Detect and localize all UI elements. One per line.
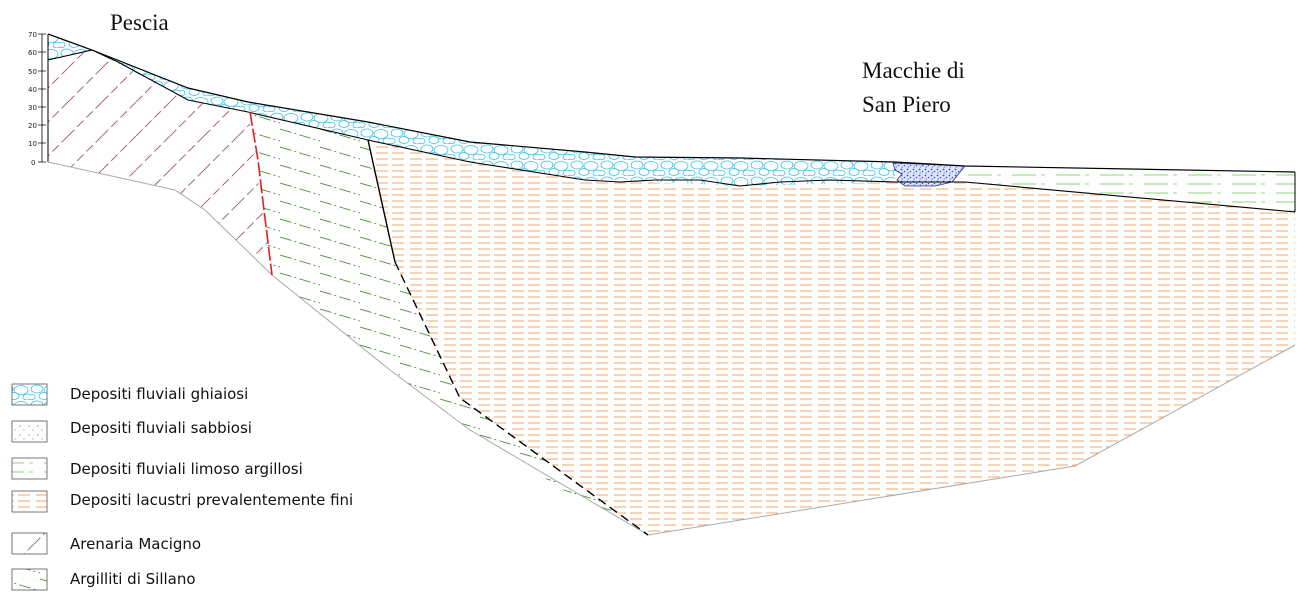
scale-tick-label: 10: [28, 140, 37, 148]
legend-swatch-sand: [11, 420, 48, 443]
silt-deposits-unit: [965, 166, 1295, 212]
sillano-lacustrine-contact-dashed: [394, 261, 649, 536]
scale-tick-label: 30: [28, 104, 37, 112]
lacustrine-deposits-unit: [368, 140, 1295, 535]
legend-swatch-sillano: [11, 568, 48, 591]
legend-item: Argilliti di Sillano: [11, 568, 196, 591]
legend-item: Arenaria Macigno: [11, 532, 201, 555]
scale-tick-label: 40: [28, 86, 37, 94]
legend-item: Depositi fluviali sabbiosi: [11, 419, 252, 443]
sand-deposits-unit: [892, 162, 966, 187]
sillano-lacustrine-contact: [367, 139, 396, 263]
legend-item: Depositi fluviali limoso argillosi: [11, 457, 303, 480]
legend-label: Argilliti di Sillano: [70, 570, 196, 588]
macigno-unit: [48, 50, 272, 275]
legend-label: Depositi lacustri prevalentemente fini: [70, 491, 353, 509]
scale-tick-label: 20: [28, 122, 37, 130]
legend-label: Depositi fluviali sabbiosi: [70, 419, 252, 437]
fault-line: [249, 111, 273, 276]
basin-bottom-line: [47, 161, 1296, 536]
gravel-deposits-unit: [48, 34, 895, 186]
legend-label: Depositi fluviali limoso argillosi: [70, 460, 303, 478]
scale-tick-label: 60: [28, 49, 37, 57]
place-label-san-piero: San Piero: [862, 92, 951, 117]
legend-label: Arenaria Macigno: [70, 535, 201, 553]
legend-swatch-gravel: [11, 383, 48, 406]
legend-item: Depositi lacustri prevalentemente fini: [11, 490, 353, 513]
legend-swatch-lacustrine: [11, 490, 48, 513]
legend-item: Depositi fluviali ghiaiosi: [11, 383, 248, 406]
scale-tick-label: 0: [31, 159, 35, 167]
topographic-surface: [47, 33, 1296, 173]
legend-swatch-silt: [11, 457, 48, 480]
place-label-macchie: Macchie di: [862, 58, 965, 83]
legend-label: Depositi fluviali ghiaiosi: [70, 385, 248, 403]
sillano-unit: [248, 112, 648, 535]
elevation-scale: 70 60 50 40 30 20 10 0: [28, 31, 46, 167]
scale-tick-label: 70: [28, 31, 37, 39]
lacustrine-top-line: [964, 181, 1296, 213]
legend-swatch-macigno: [11, 532, 48, 555]
gravel-base-line: [47, 49, 965, 187]
place-label-pescia: Pescia: [110, 10, 169, 35]
legend: Depositi fluviali ghiaiosi Depositi fluv…: [11, 383, 353, 591]
scale-tick-label: 50: [28, 68, 37, 76]
